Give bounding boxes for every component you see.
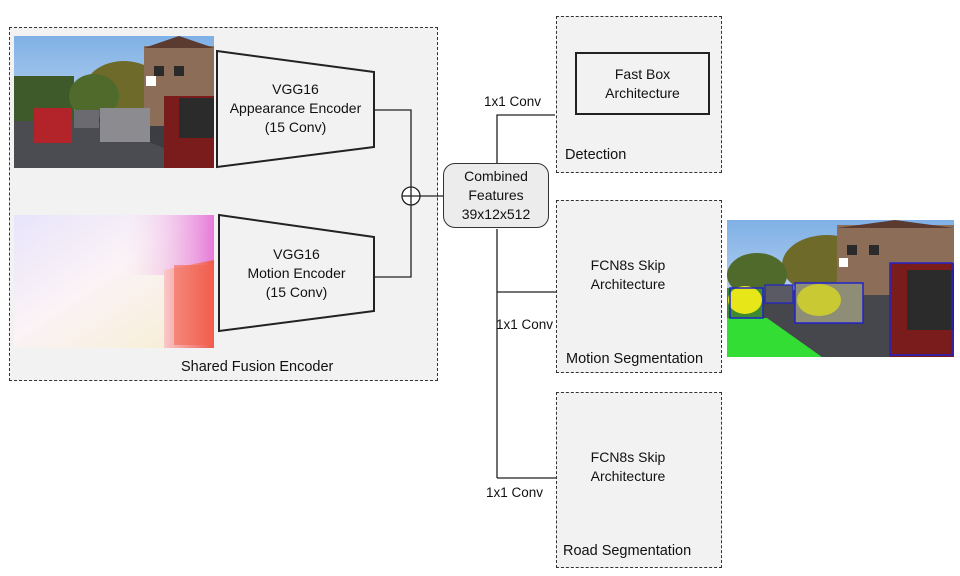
optical-flow-input-image [14,215,214,348]
motion-seg-conv-label: 1x1 Conv [496,317,554,332]
combined-features-box: Combined Features 39x12x512 [443,163,549,228]
motion-encoder-label: VGG16 Motion Encoder (15 Conv) [247,245,346,300]
road-segmentation-title: Road Segmentation [563,543,692,559]
road-seg-decoder-label: FCN8s Skip Architecture [590,449,666,484]
rgb-input-image [14,36,214,168]
appearance-encoder-trapezoid [216,49,375,169]
motion-segmentation-panel [556,200,722,373]
road-seg-conv-label: 1x1 Conv [486,485,544,500]
detection-panel-title: Detection [565,147,627,163]
motion-seg-decoder-label: FCN8s Skip Architecture [590,257,666,292]
fast-box-architecture-box: Fast Box Architecture [575,52,710,115]
motion-segmentation-title: Motion Segmentation [566,351,704,367]
road-segmentation-panel [556,392,722,568]
appearance-encoder-label: VGG16 Appearance Encoder (15 Conv) [229,80,362,135]
detection-conv-label: 1x1 Conv [484,94,542,109]
segmentation-output-image [727,220,954,357]
shared-fusion-encoder-title: Shared Fusion Encoder [181,359,334,375]
motion-encoder-trapezoid [218,213,375,333]
